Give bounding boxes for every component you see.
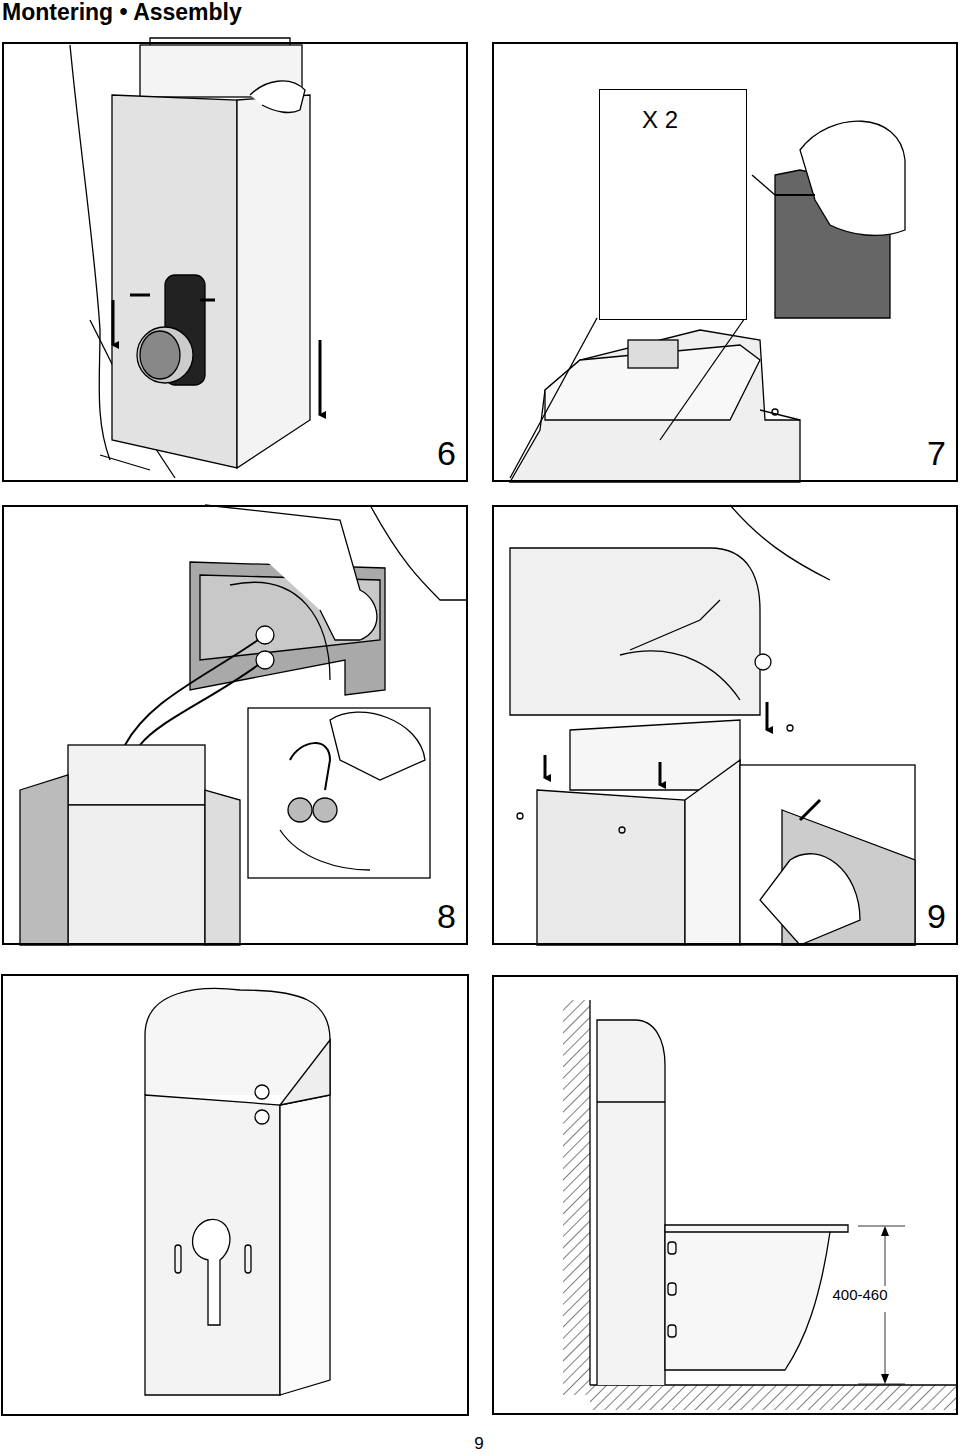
dimension-label: 400-460 (830, 1286, 889, 1303)
step-number: 7 (927, 436, 946, 470)
step-panel: 6 (2, 42, 468, 482)
step-number: 9 (927, 899, 946, 933)
step-panel: 9 (492, 505, 958, 945)
step-panel: 7 X 2 (492, 42, 958, 482)
page-title: Montering • Assembly (2, 1, 242, 24)
step-number: 8 (437, 899, 456, 933)
callout-inset: X 2 (599, 89, 747, 320)
step-panel: 400-460 (492, 975, 958, 1415)
quantity-label: X 2 (642, 108, 678, 132)
step-number: 6 (437, 436, 456, 470)
page-number: 9 (474, 1435, 483, 1452)
step-panel: 8 (2, 505, 468, 945)
